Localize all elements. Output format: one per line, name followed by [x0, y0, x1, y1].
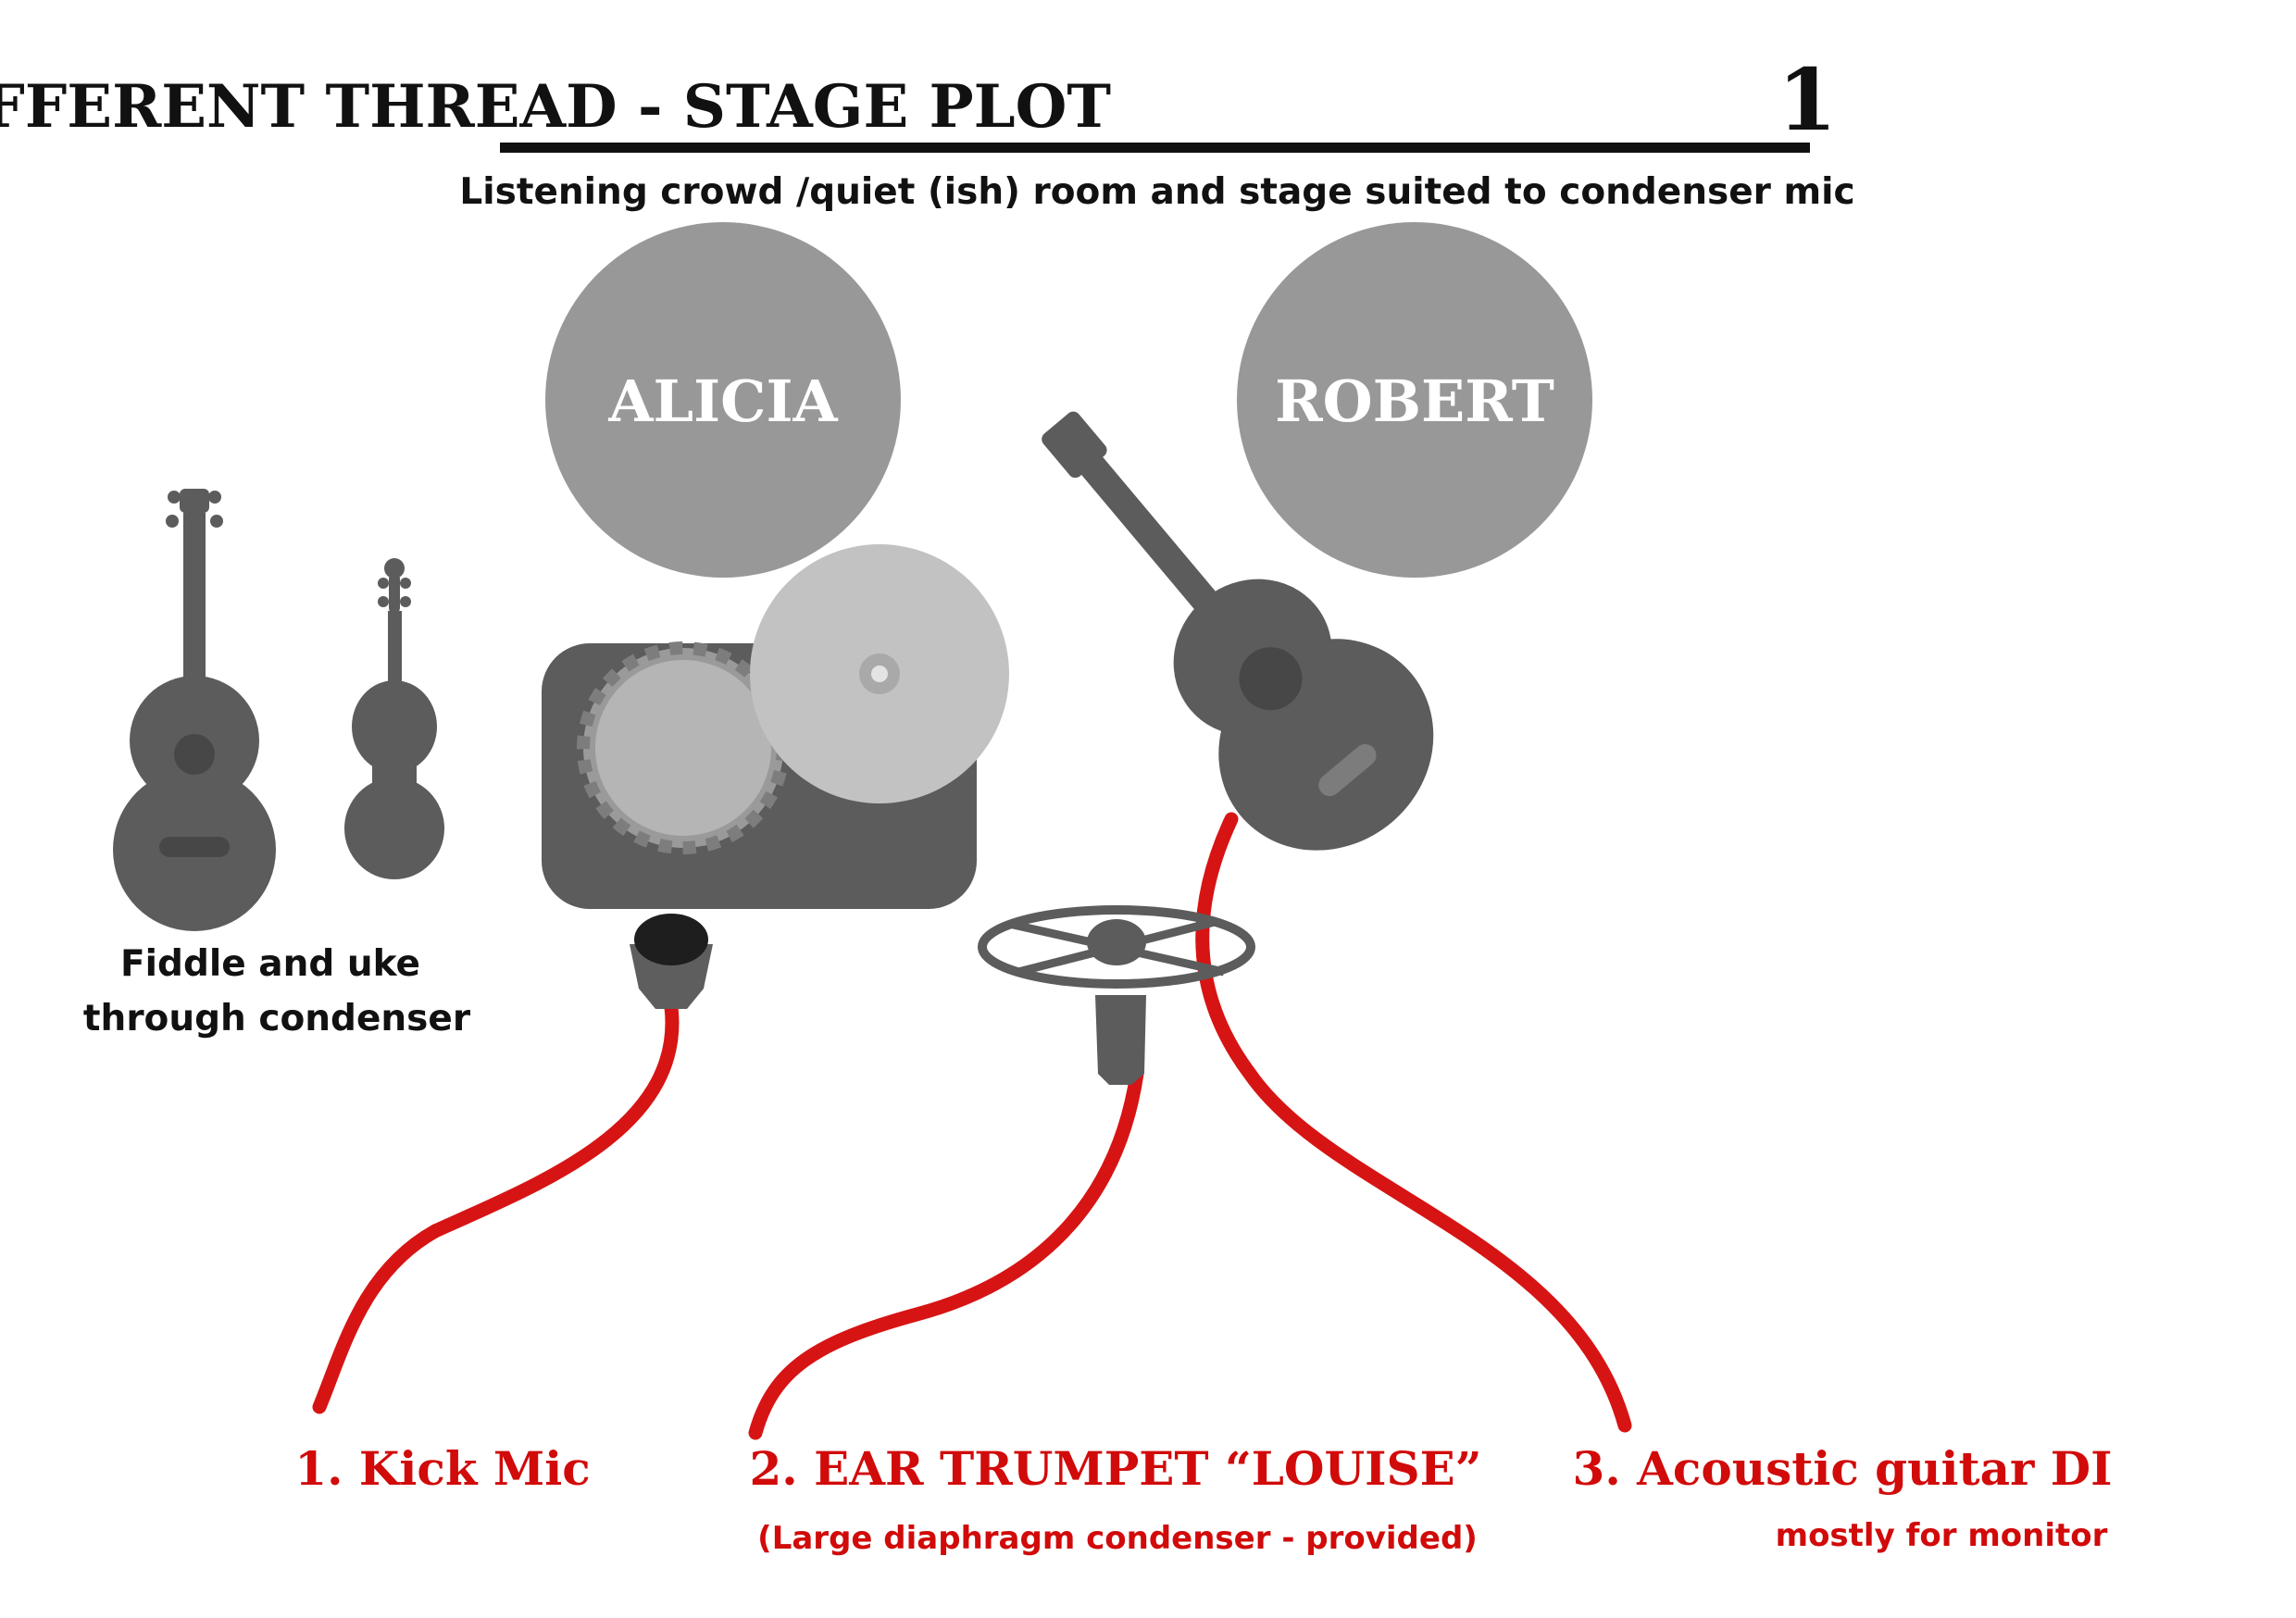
input-list: 1. Kick Mic 2. EAR TRUMPET “LOUISE” (Lar… [294, 1441, 2112, 1557]
cable-condenser [748, 1066, 1144, 1440]
performer-robert: ROBERT [1237, 222, 1592, 578]
performer-circle-alicia [545, 222, 901, 578]
title-underline [500, 143, 1810, 153]
condenser-mic-icon [978, 905, 1255, 1085]
performer-name-alicia: ALICIA [607, 367, 838, 435]
performer-alicia: ALICIA [545, 222, 901, 578]
guitar-soundhole [1239, 647, 1303, 711]
cable-kick [312, 1000, 680, 1414]
drum-kit-icon [542, 544, 1009, 909]
header: A DIFFERENT THREAD - STAGE PLOT 1 Listen… [0, 50, 1855, 213]
side-note-line2: through condenser [83, 998, 471, 1039]
violin-icon [344, 558, 444, 879]
input-3-sub: mostly for monitor [1776, 1517, 2108, 1554]
guitar-headstock [1042, 411, 1107, 479]
input-2-label: 2. EAR TRUMPET “LOUISE” [750, 1441, 1482, 1496]
acoustic-guitar-icon [1042, 411, 1434, 851]
cables [312, 812, 1632, 1440]
plot-number: 1 [1778, 50, 1837, 150]
guitar-bridge [1318, 743, 1377, 797]
mic-capsule [1087, 919, 1146, 965]
input-1-label: 1. Kick Mic [294, 1441, 590, 1496]
side-note-line1: Fiddle and uke [120, 943, 420, 985]
performer-circle-robert [1237, 222, 1592, 578]
kick-mic-icon [630, 914, 713, 1009]
side-note: Fiddle and uke through condenser [83, 943, 471, 1039]
mic-stem [1095, 995, 1146, 1085]
cable-guitar-di [1195, 812, 1632, 1433]
guitar-neck [1071, 444, 1248, 648]
input-3-label: 3. Acoustic guitar DI [1573, 1441, 2113, 1496]
plot-title: A DIFFERENT THREAD - STAGE PLOT [0, 72, 1111, 142]
mic-ring [978, 905, 1255, 989]
cymbal-center [871, 666, 888, 682]
drum-head [595, 660, 771, 836]
performer-name-robert: ROBERT [1275, 367, 1554, 435]
input-2-sub: (Large diaphragm condenser - provided) [757, 1520, 1478, 1557]
ukulele-icon [113, 489, 276, 931]
kick-mic-grille [634, 914, 708, 965]
plot-subtitle: Listening crowd /quiet (ish) room and st… [459, 171, 1854, 213]
